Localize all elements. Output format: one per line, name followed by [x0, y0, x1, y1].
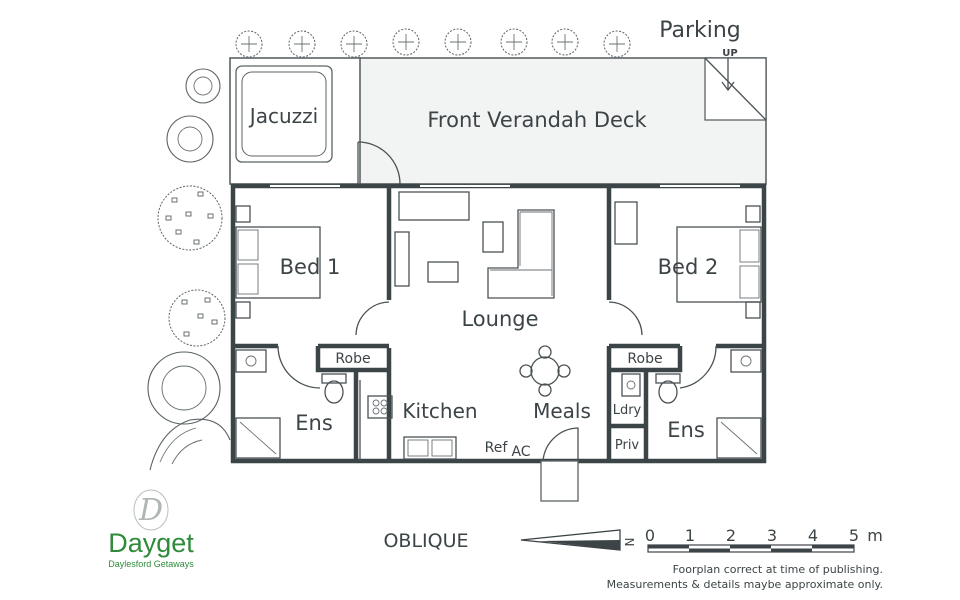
- ac-label: AC: [511, 444, 530, 460]
- scale-tick-2: 2: [726, 526, 736, 545]
- tree-icon: [551, 28, 579, 56]
- scale-tick-1: 1: [685, 526, 695, 545]
- orientation-label: OBLIQUE: [383, 530, 468, 552]
- tree-icon: [185, 68, 221, 104]
- windows-top: [270, 183, 740, 187]
- ens2-label: Ens: [667, 418, 705, 442]
- building-walls: [230, 183, 767, 464]
- tree-icon: [157, 185, 223, 251]
- bed2-furniture: [614, 201, 762, 319]
- bed1-furniture: [235, 205, 321, 319]
- kitchen-fixtures: [359, 380, 457, 461]
- tree-icon: [340, 30, 368, 58]
- up-label: UP: [722, 48, 737, 59]
- brand-logo: D: [133, 489, 169, 531]
- kitchen-label: Kitchen: [402, 399, 477, 423]
- tree-icon: [235, 30, 263, 58]
- brand-tagline: Daylesford Getaways: [108, 559, 194, 569]
- ens2-fixtures: [621, 345, 762, 459]
- ens1-fixtures: [235, 345, 347, 459]
- tree-icon: [147, 351, 221, 425]
- brand-name: Dayget: [108, 528, 194, 558]
- scale-tick-0: 0: [645, 526, 655, 545]
- parking-label: Parking: [659, 18, 741, 43]
- tree-icon: [392, 28, 420, 56]
- scale-bar: [647, 544, 855, 553]
- jacuzzi-label: Jacuzzi: [248, 104, 318, 128]
- entry-door: [540, 427, 579, 502]
- scale-tick-5: 5: [849, 526, 859, 545]
- tree-column-left: [147, 68, 231, 471]
- priv-label: Priv: [615, 438, 640, 453]
- lounge-furniture: [394, 191, 555, 299]
- verandah-label: Front Verandah Deck: [427, 108, 647, 132]
- robe1-label: Robe: [335, 351, 370, 367]
- deck-door-swing: [357, 141, 401, 185]
- brand-monogram: D: [138, 493, 163, 528]
- bed1-label: Bed 1: [280, 255, 341, 279]
- disclaimer-line-1: Foorplan correct at time of publishing.: [673, 563, 883, 576]
- meals-table: [519, 345, 571, 397]
- tree-icon: [500, 28, 528, 56]
- north-label: N: [623, 538, 637, 547]
- disclaimer-line-2: Measurements & details maybe approximate…: [607, 578, 883, 591]
- tree-icon: [166, 115, 214, 163]
- scale-unit: m: [867, 526, 883, 545]
- ens1-label: Ens: [295, 411, 333, 435]
- lounge-label: Lounge: [461, 307, 538, 331]
- bed1-door-swing: [355, 301, 390, 336]
- verandah-deck: [229, 57, 767, 185]
- tree-icon: [603, 30, 631, 58]
- robe2-label: Robe: [627, 351, 662, 367]
- meals-label: Meals: [533, 399, 591, 423]
- tree-icon: [444, 28, 472, 56]
- ref-label: Ref: [485, 440, 509, 456]
- tree-icon: [168, 289, 226, 347]
- scale-tick-4: 4: [808, 526, 818, 545]
- north-arrow-icon: [520, 529, 621, 551]
- tree-icon: [149, 418, 231, 471]
- bed2-door-swing: [608, 301, 643, 336]
- jacuzzi: [235, 65, 333, 163]
- tree-icon: [288, 30, 316, 58]
- tree-row-top: [235, 28, 631, 58]
- scale-tick-3: 3: [767, 526, 777, 545]
- ldry-label: Ldry: [613, 403, 642, 418]
- bed2-label: Bed 2: [658, 255, 719, 279]
